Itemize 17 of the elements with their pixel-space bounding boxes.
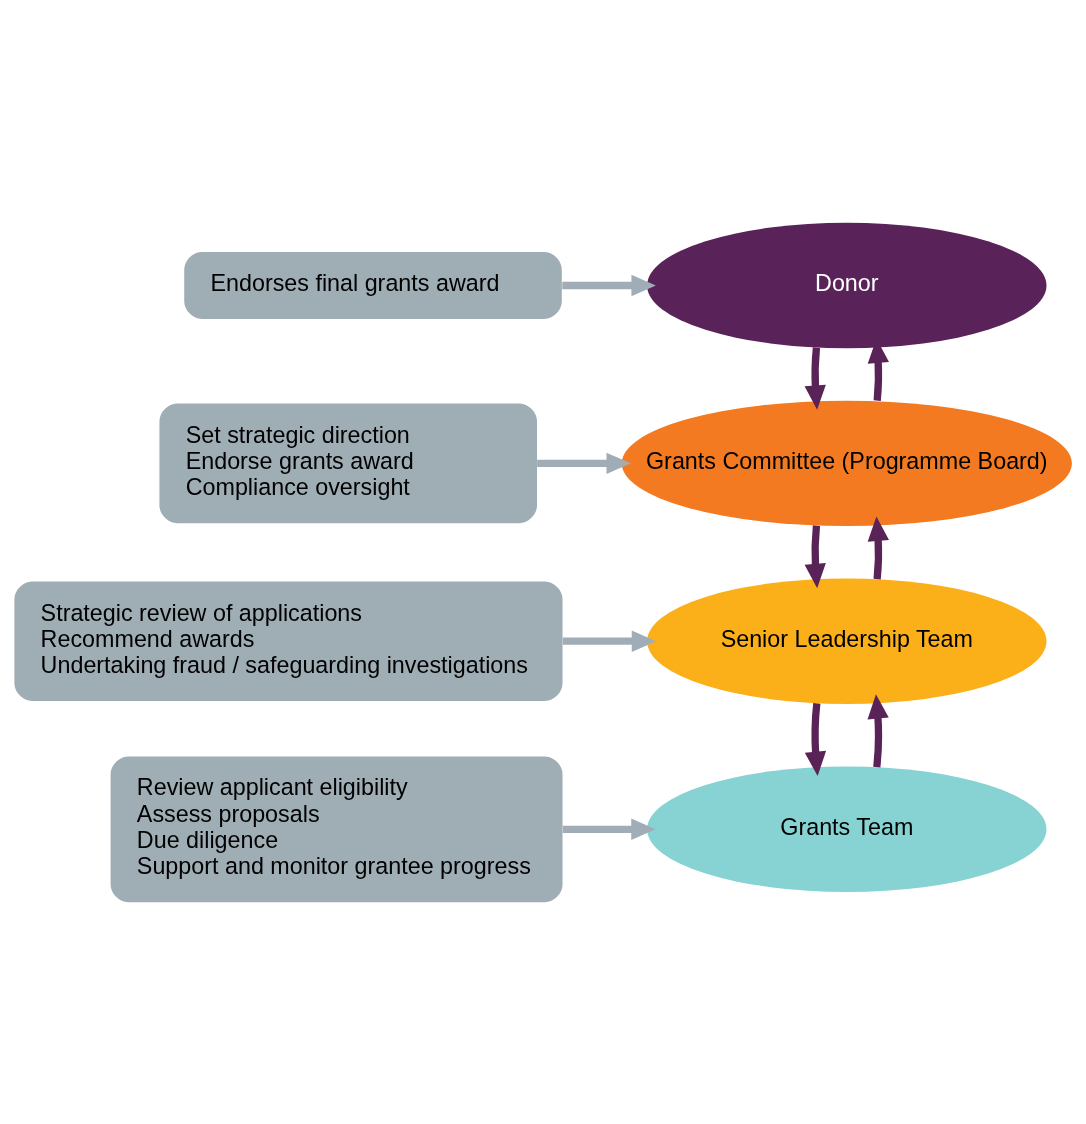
arrow [804, 346, 826, 410]
arrow [562, 630, 657, 652]
arrow [537, 452, 631, 474]
node-box: Set strategic direction Endorse grants award Compliance oversight [159, 403, 537, 523]
arrow [867, 693, 889, 767]
arrow [867, 515, 889, 580]
arrow [562, 274, 656, 296]
node-ellipse: Grants Committee (Programme Board) [621, 400, 1072, 526]
node-box: Review applicant eligibility Assess proposals Due diligence Support and monitor grantee progress [110, 755, 563, 902]
node-box: Endorses final grants award [184, 251, 562, 319]
arrow [562, 818, 656, 840]
arrow [804, 524, 826, 588]
node-box: Strategic review of applications Recommend awards Undertaking fraud / safeguarding investigations [14, 580, 563, 701]
node-ellipse: Grants Team [647, 766, 1047, 892]
arrow [804, 702, 827, 776]
node-ellipse: Donor [647, 222, 1047, 348]
node-ellipse: Senior Leadership Team [647, 578, 1047, 704]
